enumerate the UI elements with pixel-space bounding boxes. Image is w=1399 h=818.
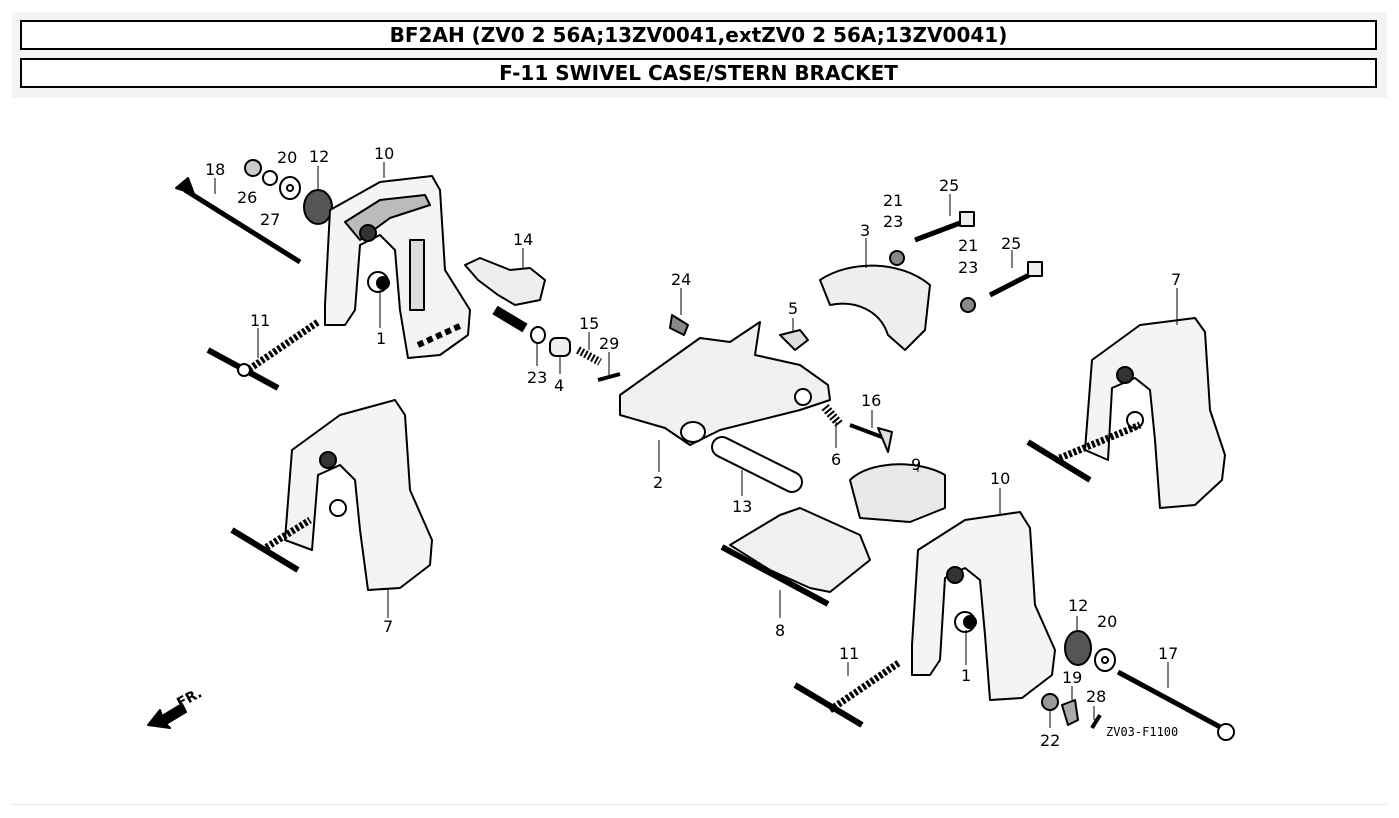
part-23-nut-a [530,326,546,344]
part-22-nut [1041,693,1059,711]
part-25-bolt-upper [914,211,975,243]
drawing-code: ZV03-F1100 [1106,725,1178,739]
part-21-23-nut-upper [889,250,905,266]
callout-5: 5 [788,299,798,318]
callout-7-right: 7 [1171,270,1181,289]
part-9-lower-mount [849,463,946,523]
callout-18: 18 [205,160,225,179]
part-12-bushing [303,189,333,225]
callout-22: 22 [1040,731,1060,750]
part-11-clamp-screw-top [206,319,320,391]
callout-15: 15 [579,314,599,333]
callout-1-bottom: 1 [961,666,971,685]
callout-1-top: 1 [376,329,386,348]
callout-8: 8 [775,621,785,640]
part-14-tilt-lever [464,257,546,333]
callout-17: 17 [1158,644,1178,663]
part-7-stern-bracket-left [230,399,433,591]
callout-29: 29 [599,334,619,353]
callout-16: 16 [861,391,881,410]
model-title: BF2AH (ZV0 2 56A;13ZV0041,extZV0 2 56A;1… [20,20,1377,50]
part-11-clamp-screw-bottom [793,659,902,728]
callout-2: 2 [653,473,663,492]
part-19-grease-fitting [1061,699,1079,726]
part-20-washer [279,176,301,200]
callout-labels: 18 26 27 20 12 10 1 11 14 23 4 15 29 24 … [174,144,1181,750]
callout-20-top: 20 [277,148,297,167]
part-12-bushing-bottom [1064,630,1092,666]
callout-3: 3 [860,221,870,240]
part-26-nut [244,159,262,177]
callout-19: 19 [1062,668,1082,687]
part-10-stern-bracket-top [324,175,471,359]
part-5-stopper [779,329,809,351]
front-marker-label: FR. [174,685,204,711]
part-18-rod [175,177,302,265]
footer-divider [12,804,1387,805]
callout-11-top: 11 [250,311,270,330]
callout-26: 26 [237,188,257,207]
callout-9: 9 [911,455,921,474]
section-title: F-11 SWIVEL CASE/STERN BRACKET [20,58,1377,88]
part-4-collar [549,337,571,357]
callout-23-b: 23 [883,212,903,231]
callout-27: 27 [260,210,280,229]
callout-12-top: 12 [309,147,329,166]
callout-25-a: 25 [939,176,959,195]
callout-4: 4 [554,376,564,395]
callout-20-bottom: 20 [1097,612,1117,631]
header: BF2AH (ZV0 2 56A;13ZV0041,extZV0 2 56A;1… [12,12,1387,98]
part-16-latch-pin [849,423,893,453]
exploded-view-drawing: 18 26 27 20 12 10 1 11 14 23 4 15 29 24 … [147,144,1235,750]
callout-12-bottom: 12 [1068,596,1088,615]
part-3-mount-ring [819,264,931,351]
callout-11-bottom: 11 [839,644,859,663]
callout-24: 24 [671,270,691,289]
part-24-bolt [669,314,689,336]
front-direction-arrow [147,703,187,729]
callout-10-top: 10 [374,144,394,163]
part-15-spring [576,346,602,366]
part-25-bolt-lower [988,261,1043,298]
part-21-23-nut-lower [960,297,976,313]
part-2-swivel-case [619,321,831,446]
callout-28: 28 [1086,687,1106,706]
callout-21-a: 21 [883,191,903,210]
callout-10-bottom: 10 [990,469,1010,488]
callout-23-a: 23 [527,368,547,387]
callout-21-b: 21 [958,236,978,255]
part-28-pin [1090,713,1102,730]
callout-25-b: 25 [1001,234,1021,253]
callout-7-left: 7 [383,617,393,636]
callout-13: 13 [732,497,752,516]
part-17-rod [1116,669,1235,741]
part-10-stern-bracket-bottom [911,511,1056,701]
part-29-pin [597,372,621,382]
part-13-swivel-tube [711,436,803,493]
part-8-tilt-bracket [720,507,871,607]
callout-6: 6 [831,450,841,469]
callout-14: 14 [513,230,533,249]
callout-23-c: 23 [958,258,978,277]
part-20-washer-bottom [1094,648,1116,672]
part-7-stern-bracket-right [1026,317,1226,509]
part-6-spring [821,404,844,428]
part-27-washer [262,170,278,186]
parts-diagram: 18 26 27 20 12 10 1 11 14 23 4 15 29 24 … [0,110,1399,790]
leader-lines [214,162,1178,728]
